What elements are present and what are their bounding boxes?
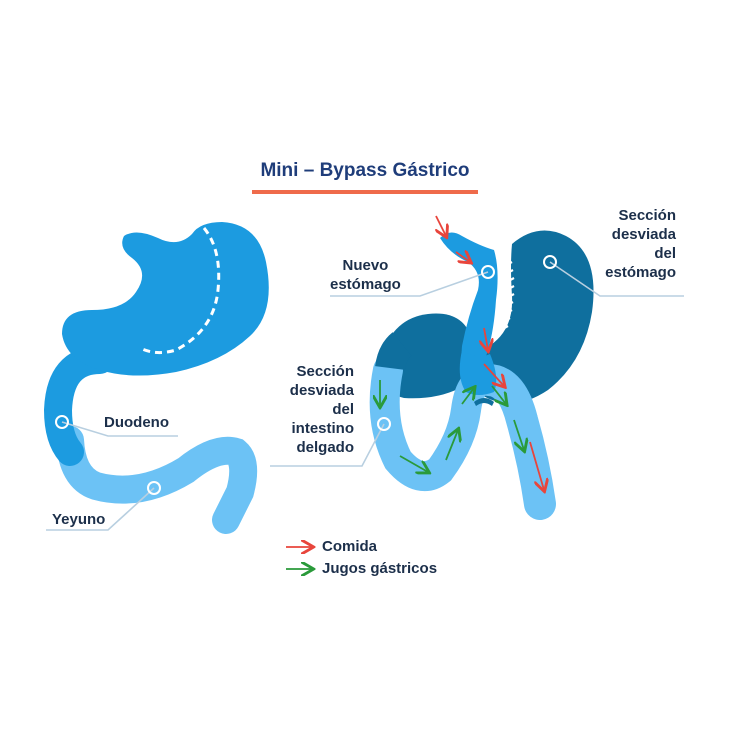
food-arrows — [436, 215, 544, 490]
label-seccion-intestino: Sección desviada del intestino delgado — [270, 362, 354, 457]
label-dots — [55, 255, 557, 495]
bypass-group — [369, 215, 594, 520]
anastomosis — [459, 350, 497, 395]
label-nuevo-estomago-line1: Nuevo — [342, 257, 389, 274]
label-seccion-intestino-line4: intestino — [291, 420, 355, 437]
diverted-stomach — [468, 230, 594, 404]
normal-stomach-group — [43, 222, 269, 534]
staple-line — [496, 237, 515, 333]
label-nuevo-estomago-line2: estómago — [330, 276, 401, 293]
label-seccion-intestino-line2: desviada — [289, 382, 354, 399]
gastric-juice-arrows — [380, 380, 524, 472]
legend-juice-label: Jugos gástricos — [322, 560, 438, 577]
label-seccion-intestino-line3: del — [332, 401, 354, 418]
label-nuevo-estomago: Nuevo estómago — [330, 256, 401, 294]
yeyuno-loop — [56, 426, 258, 534]
label-seccion-intestino-line5: delgado — [296, 439, 354, 456]
duodeno-tube — [43, 346, 114, 466]
label-seccion-estomago: Sección desviada del estómago — [586, 206, 676, 282]
label-seccion-intestino-line1: Sección — [296, 363, 354, 380]
efferent-limb — [472, 364, 556, 520]
diverted-stomach-lobe — [379, 313, 474, 399]
label-seccion-estomago-line3: del — [654, 245, 676, 262]
cut-line — [139, 227, 221, 355]
new-stomach-pouch — [440, 232, 498, 368]
diagram-title: Mini – Bypass Gástrico — [260, 160, 470, 181]
label-duodeno: Duodeno — [104, 414, 169, 431]
title-underline — [252, 190, 478, 194]
legend-food-label: Comida — [322, 538, 378, 555]
label-yeyuno: Yeyuno — [52, 511, 106, 528]
leader-lines — [46, 261, 684, 531]
label-seccion-estomago-line2: desviada — [611, 226, 676, 243]
normal-stomach — [62, 222, 269, 376]
label-seccion-estomago-line4: estómago — [605, 264, 676, 281]
label-seccion-estomago-line1: Sección — [618, 207, 676, 224]
